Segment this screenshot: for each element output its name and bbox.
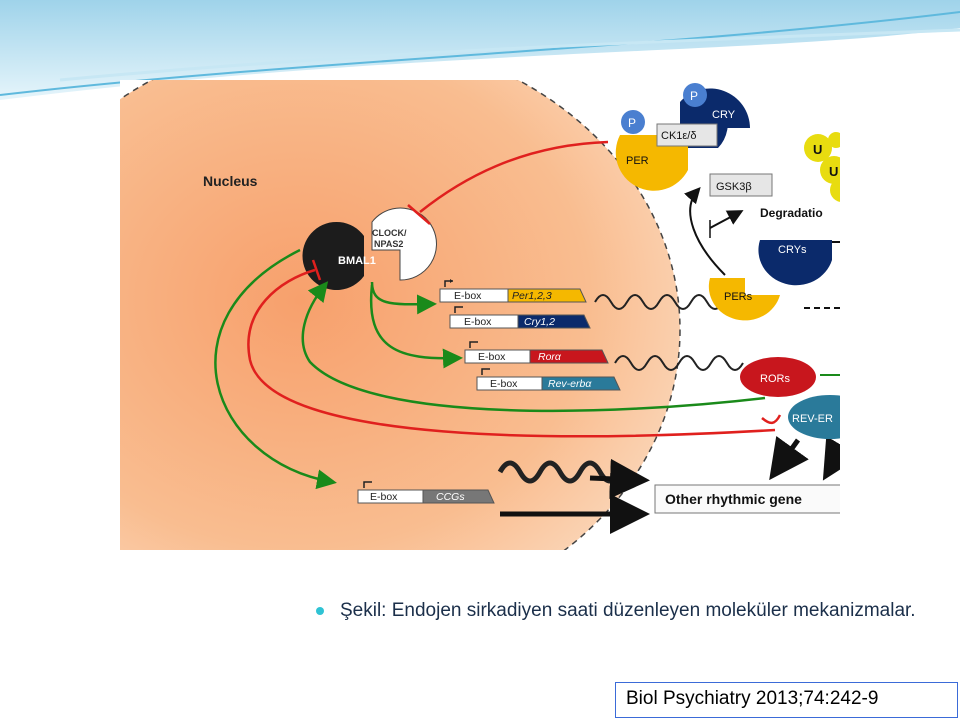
svg-text:E-box: E-box xyxy=(478,351,506,363)
per-cry-complex: CRY PER CK1ε/δ P P xyxy=(615,83,750,191)
svg-text:E-box: E-box xyxy=(464,316,492,328)
gsk3b-label: GSK3β xyxy=(716,181,752,193)
other-genes-box xyxy=(654,484,840,514)
svg-text:REV-ER: REV-ER xyxy=(792,413,833,425)
gene-box-per: E-box Per1,2,3 xyxy=(439,279,587,303)
p-bubble-cry xyxy=(683,83,707,107)
svg-text:U: U xyxy=(813,142,822,157)
degradation-label: Degradatio xyxy=(760,206,823,220)
ubiquitin-group: U U xyxy=(804,132,840,202)
svg-text:E-box: E-box xyxy=(454,290,482,302)
bmal1-label: BMAL1 xyxy=(338,255,376,267)
cry-label: CRY xyxy=(712,109,736,121)
gene-label-cry: Cry1,2 xyxy=(524,316,555,328)
mrna-waves xyxy=(497,294,744,484)
bmal1-clock-complex: BMAL1 CLOCK/ NPAS2 xyxy=(302,207,437,290)
bullet-icon xyxy=(316,607,324,615)
gsk3b-box xyxy=(709,173,773,197)
svg-text:PERs: PERs xyxy=(724,291,753,303)
header-swoosh-line-2 xyxy=(59,28,960,82)
svg-text:E-box: E-box xyxy=(370,491,398,503)
rors-protein: RORs xyxy=(740,357,816,397)
gene-label-reverba: Rev-erbα xyxy=(548,378,592,390)
citation-box: Biol Psychiatry 2013;74:242-9 xyxy=(615,682,958,718)
ck1-label: CK1ε/δ xyxy=(661,130,696,142)
figure-caption: Şekil: Endojen sirkadiyen saati düzenley… xyxy=(316,600,916,622)
ck1-box xyxy=(656,123,718,147)
svg-text:CRYs: CRYs xyxy=(778,244,807,256)
reverb-protein: REV-ER xyxy=(788,395,840,439)
per-shape xyxy=(615,135,688,191)
gene-label-ccgs: CCGs xyxy=(436,491,465,503)
activation-arrows xyxy=(214,248,766,490)
gene-box-ccgs: E-box CCGs xyxy=(357,481,495,504)
svg-text:P: P xyxy=(690,89,698,103)
gene-box-rora: E-box Rorα xyxy=(464,341,609,364)
clock-label-1: CLOCK/ xyxy=(372,228,407,238)
svg-text:P: P xyxy=(628,116,636,130)
gene-box-cry: E-box Cry1,2 xyxy=(449,306,591,329)
per-label: PER xyxy=(626,155,649,167)
nucleus-label: Nucleus xyxy=(203,173,258,189)
crys-protein: CRYs xyxy=(758,240,832,286)
clock-label-2: NPAS2 xyxy=(374,239,403,249)
pers-protein: PERs xyxy=(708,278,780,321)
caption-text: Şekil: Endojen sirkadiyen saati düzenley… xyxy=(340,600,916,621)
other-genes-label: Other rhythmic gene xyxy=(665,491,802,507)
repression-lines xyxy=(247,140,782,438)
svg-text:RORs: RORs xyxy=(760,373,790,385)
circadian-clock-diagram: Nucleus BMAL1 CLOCK/ NPAS2 E-box Per1,2,… xyxy=(120,80,840,550)
p-bubble-per xyxy=(621,110,645,134)
gene-label-per: Per1,2,3 xyxy=(512,290,552,302)
gene-label-rora: Rorα xyxy=(538,351,562,363)
black-arrows xyxy=(500,187,840,534)
nucleus xyxy=(120,80,681,550)
gene-box-reverba: E-box Rev-erbα xyxy=(476,368,621,391)
clock-npas2-shape xyxy=(371,207,437,281)
svg-text:E-box: E-box xyxy=(490,378,518,390)
svg-text:U: U xyxy=(829,164,838,179)
